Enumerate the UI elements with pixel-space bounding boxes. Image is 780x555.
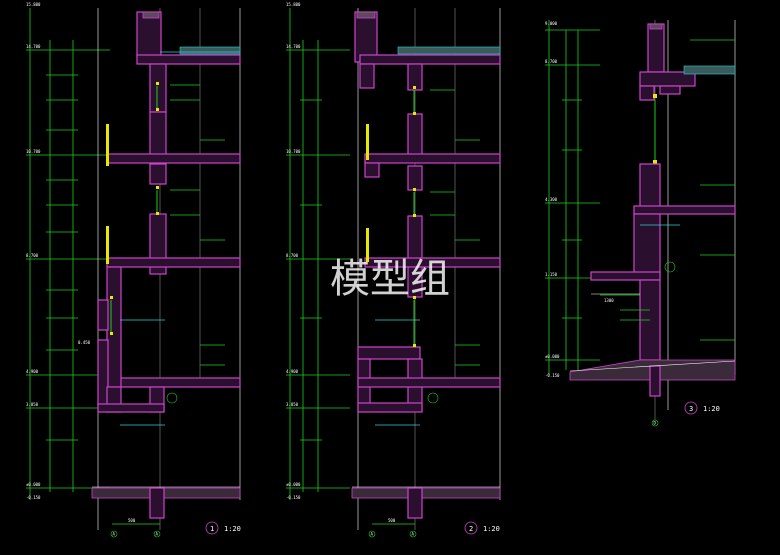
- detail-1-section: 15.800 14.700 10.700 8.700 4.900 3.850 ±…: [26, 2, 241, 538]
- detail-3-scale: 1:20: [703, 405, 720, 413]
- detail-1-elev-5: 4.900: [26, 369, 39, 374]
- detail-1-axis-2: A: [156, 532, 159, 537]
- detail-3-elev-6: -0.150: [545, 373, 560, 378]
- detail-1-elev-8: -0.150: [26, 495, 41, 500]
- detail-1-elev-7: ±0.000: [26, 482, 41, 487]
- detail-1-axis-1: A: [113, 532, 116, 537]
- detail-2-section: 15.800 14.700 10.700 8.700 4.900 3.850 ±…: [286, 2, 501, 538]
- watermark-text: 模型组: [330, 256, 450, 302]
- detail-3-dim-bottom: 1300: [604, 298, 614, 303]
- detail-3-elev-5: ±0.000: [545, 354, 560, 359]
- detail-1-scale: 1:20: [224, 525, 241, 533]
- detail-1-elev-3: 10.700: [26, 149, 41, 154]
- detail-3-elev-3: 4.300: [545, 197, 558, 202]
- detail-2-number: 2: [469, 525, 473, 533]
- detail-1-number: 1: [210, 525, 214, 533]
- detail-3-axis-bubble: [651, 419, 659, 427]
- detail-2-dim-bottom: 500: [388, 518, 396, 523]
- detail-3-axis: D: [654, 421, 657, 426]
- detail-3-elev-4: 1.150: [545, 272, 558, 277]
- detail-2-scale: 1:20: [483, 525, 500, 533]
- detail-2-number-circle: [464, 521, 478, 535]
- detail-2-axis-2: A: [412, 532, 415, 537]
- detail-1-number-circle: [205, 521, 219, 535]
- detail-2-elev-2: 14.700: [286, 44, 301, 49]
- detail-1-elev-6: 3.850: [26, 402, 39, 407]
- detail-1-note: 0.450: [78, 340, 91, 345]
- detail-2-elev-7: ±0.000: [286, 482, 301, 487]
- detail-3-number: 3: [689, 405, 693, 413]
- detail-1-axis-bubble-1: [110, 530, 118, 538]
- detail-3-elev-1: 9.000: [545, 21, 558, 26]
- detail-2-elev-top: 15.800: [286, 2, 301, 7]
- detail-2-elev-4: 8.700: [286, 253, 299, 258]
- detail-1-dim-bottom: 500: [128, 518, 136, 523]
- detail-2-elev-3: 10.700: [286, 149, 301, 154]
- detail-2-elev-5: 4.900: [286, 369, 299, 374]
- detail-1-elev-4: 8.700: [26, 253, 39, 258]
- detail-2-axis-bubble-1: [368, 530, 376, 538]
- detail-2-elev-6: 3.850: [286, 402, 299, 407]
- detail-1-elev-2: 14.700: [26, 44, 41, 49]
- detail-1-elev-top: 15.800: [26, 2, 41, 7]
- detail-3-section: 9.000 8.700 4.300 1.150 ±0.000 -0.150 13…: [545, 20, 736, 427]
- detail-3-elev-2: 8.700: [545, 59, 558, 64]
- detail-2-elev-8: -0.150: [286, 495, 301, 500]
- detail-2-axis-1: A: [371, 532, 374, 537]
- detail-3-number-circle: [684, 401, 698, 415]
- detail-1-axis-bubble-2: [153, 530, 161, 538]
- detail-2-axis-bubble-2: [409, 530, 417, 538]
